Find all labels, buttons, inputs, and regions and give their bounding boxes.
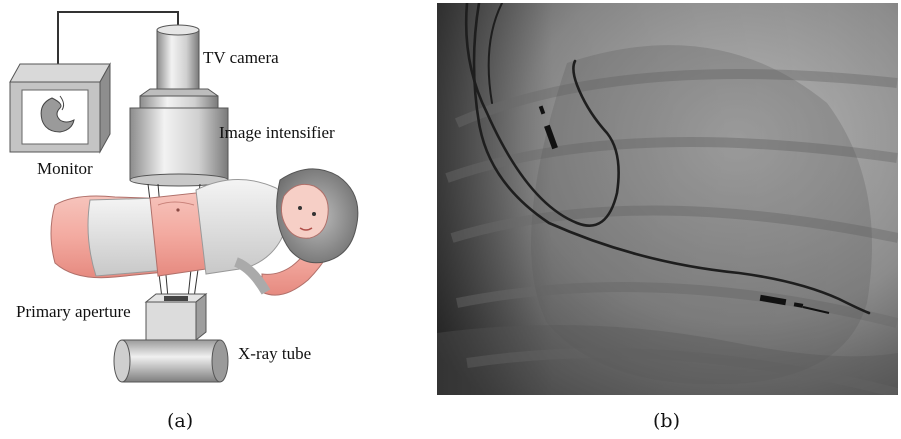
fluoroscopy-xray-image bbox=[437, 3, 898, 395]
primary-aperture-icon bbox=[146, 294, 206, 340]
tv-camera-icon bbox=[157, 25, 199, 92]
monitor-icon bbox=[10, 64, 110, 152]
caption-b: (b) bbox=[653, 412, 680, 431]
primary-aperture-label: Primary aperture bbox=[16, 303, 131, 320]
monitor-label: Monitor bbox=[37, 160, 93, 177]
image-intensifier-label: Image intensifier bbox=[219, 124, 335, 141]
xray-tube-label: X-ray tube bbox=[238, 345, 311, 362]
fluoroscopy-diagram: TV camera Image intensifier Monitor Prim… bbox=[0, 0, 430, 400]
image-intensifier-icon bbox=[130, 89, 228, 186]
patient-figure bbox=[51, 169, 358, 295]
xray-tube-icon bbox=[114, 340, 228, 382]
xray-image-art bbox=[437, 3, 898, 395]
caption-a: (a) bbox=[167, 412, 193, 431]
tv-camera-label: TV camera bbox=[203, 49, 279, 66]
